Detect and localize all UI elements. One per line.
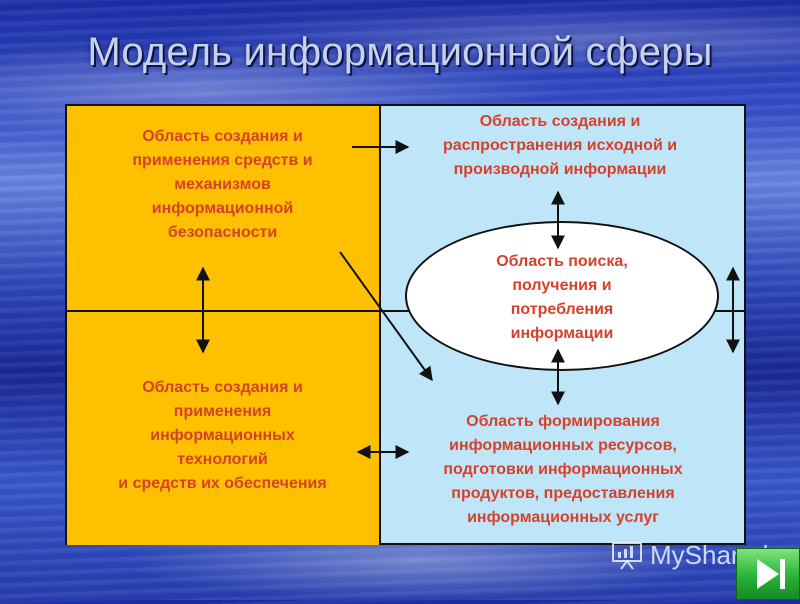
area-search-line: Область поиска, [496, 253, 628, 270]
area-dissemination-line: производной информации [453, 161, 667, 178]
area-technologies: Область создания и применения информацио… [70, 376, 375, 496]
arrow-security-to-resources [339, 251, 433, 382]
area-search: Область поиска, получения и потребления … [425, 250, 699, 346]
next-slide-button[interactable] [736, 548, 800, 600]
area-dissemination-line: Область создания и [479, 113, 641, 130]
area-resources-line: Область формирования [466, 413, 660, 430]
area-security-line: информационной [151, 200, 294, 217]
area-search-line: информации [510, 325, 614, 342]
area-search-line: получения и [512, 277, 612, 294]
area-security-line: применения средств и [132, 152, 313, 169]
area-technologies-line: информационных [150, 427, 295, 444]
quadrant-backgrounds [67, 106, 746, 545]
area-security-line: механизмов [174, 176, 271, 193]
area-dissemination: Область создания и распространения исход… [380, 110, 740, 182]
area-resources-line: информационных ресурсов, [449, 437, 677, 454]
area-resources-line: продуктов, предоставления [451, 485, 675, 502]
area-technologies-line: Область создания и [142, 379, 303, 396]
area-resources-line: подготовки информационных [443, 461, 683, 478]
area-security-line: безопасности [167, 224, 278, 241]
area-resources-line: информационных услуг [467, 509, 659, 526]
presentation-icon [612, 542, 642, 570]
next-slide-icon [757, 559, 785, 589]
area-search-line: потребления [510, 301, 614, 318]
quadrant-bottom-left [67, 311, 380, 545]
area-security-line: Область создания и [142, 128, 303, 145]
quadrant-top-left [67, 106, 380, 311]
area-technologies-line: и средств их обеспечения [118, 475, 327, 492]
slide-title: Модель информационной сферы [87, 30, 713, 74]
area-technologies-line: технологий [177, 451, 268, 468]
area-technologies-line: применения [173, 403, 272, 420]
area-resources: Область формирования информационных ресу… [380, 410, 746, 530]
area-dissemination-line: распространения исходной и [442, 137, 678, 154]
area-security: Область создания и применения средств и … [70, 125, 375, 245]
